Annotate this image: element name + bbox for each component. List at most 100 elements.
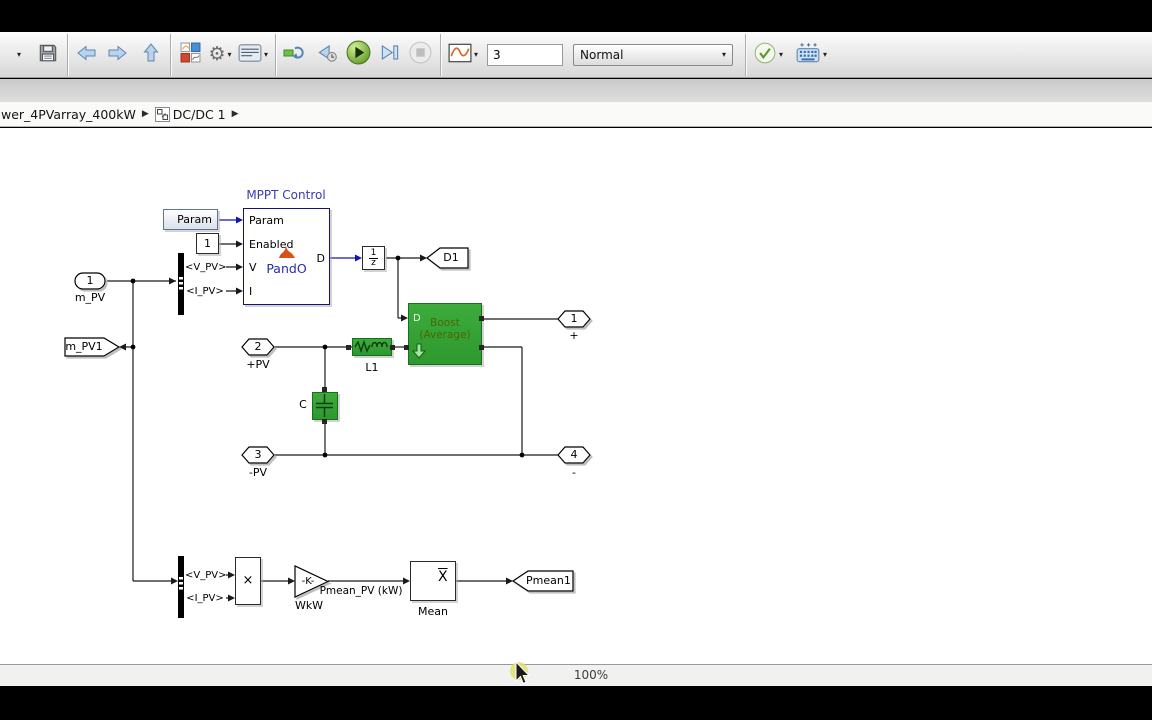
mppt-title: MPPT Control — [246, 188, 326, 202]
run-button[interactable] — [342, 36, 375, 74]
boost-average-block[interactable]: D Boost (Average) — [408, 303, 482, 365]
conn-port-4-number: 4 — [570, 448, 578, 461]
sim-mode-value: Normal — [580, 47, 624, 62]
model-explorer-button[interactable]: ▾ — [235, 36, 271, 74]
breadcrumb-parent[interactable]: wer_4PVarray_400kW — [1, 106, 136, 122]
mppt-port-enabled: Enabled — [249, 238, 294, 251]
physical-port — [404, 345, 409, 350]
parameter-arrowheads — [236, 216, 362, 262]
connect-to-target-button[interactable] — [280, 36, 312, 74]
main-toolbar: ▾ ⚙ ▾ ▾ — [0, 32, 1152, 78]
chevron-down-icon: ▾ — [722, 50, 727, 59]
product-symbol: × — [242, 573, 254, 588]
mean-block[interactable]: X — [410, 561, 456, 601]
unit-delay-numerator: 1 — [368, 248, 379, 259]
toolbar-separator — [170, 33, 171, 76]
toolbar-separator — [67, 33, 68, 76]
bus-selector-dashes — [179, 277, 183, 590]
bus-selector-bars[interactable] — [178, 253, 184, 618]
save-button[interactable] — [33, 36, 63, 74]
wire-arrowheads — [119, 240, 513, 602]
build-icon — [795, 42, 821, 68]
stop-time-input[interactable] — [487, 43, 564, 66]
conn-port-1-number: 1 — [570, 312, 578, 325]
capacitor-c-block[interactable] — [312, 392, 338, 420]
mppt-port-v: V — [249, 261, 257, 274]
toolbar-separator — [275, 33, 277, 76]
chevron-down-icon: ▾ — [227, 50, 232, 59]
chevron-down-icon: ▾ — [779, 50, 784, 59]
model-explorer-icon — [238, 43, 262, 67]
bus-bottom-i-label: <I_PV> — [184, 592, 226, 605]
stop-button[interactable] — [405, 36, 436, 74]
physical-port — [322, 387, 327, 392]
product-block[interactable]: × — [235, 557, 261, 605]
mppt-port-i: I — [249, 285, 253, 298]
goto-mpv1-tag[interactable] — [64, 337, 121, 357]
mppt-port-param: Param — [249, 214, 284, 227]
unit-delay-block[interactable]: 1 z — [362, 246, 385, 270]
inductor-symbol — [354, 339, 388, 354]
mppt-port-d: D — [316, 252, 325, 265]
toolbar-overflow-button[interactable]: ▾ — [3, 36, 33, 74]
conn-port-3[interactable] — [241, 446, 275, 464]
play-icon — [345, 39, 372, 70]
inductor-l1-block[interactable] — [352, 338, 392, 356]
conn-port-1[interactable] — [557, 310, 591, 328]
library-browser-button[interactable] — [175, 36, 205, 74]
step-back-button[interactable] — [312, 36, 342, 74]
zoom-level: 100% — [573, 668, 609, 682]
breadcrumb-current[interactable]: DC/DC 1 — [172, 106, 226, 122]
back-button[interactable] — [72, 36, 102, 74]
model-settings-button[interactable]: ⚙ ▾ — [205, 36, 235, 74]
param-source-block[interactable]: Param — [163, 209, 218, 230]
conn-port-2[interactable] — [241, 338, 275, 356]
conn-port-1-name: + — [569, 329, 579, 342]
check-model-button[interactable]: ▾ — [750, 36, 786, 74]
constant-block[interactable]: 1 — [196, 233, 219, 254]
status-bar: 100% — [0, 664, 1152, 686]
up-to-parent-button[interactable] — [136, 36, 166, 74]
goto-d1-label: D1 — [443, 251, 459, 264]
conn-port-4[interactable] — [557, 446, 591, 464]
forward-button[interactable] — [102, 36, 132, 74]
port-shapes[interactable] — [64, 247, 591, 598]
bus-bottom-v-label: <V_PV> — [184, 569, 227, 582]
mean-name: Mean — [418, 605, 448, 618]
build-button[interactable]: ▾ — [792, 36, 830, 74]
mppt-control-block[interactable]: Param Enabled V I D PandO — [243, 208, 330, 305]
up-arrow-icon — [141, 42, 161, 68]
goto-d1-tag[interactable] — [426, 247, 469, 269]
scope-button[interactable]: ▾ — [445, 36, 481, 74]
gain-wkw-block[interactable] — [294, 565, 330, 598]
diagram-graphics — [64, 216, 591, 618]
chevron-down-icon: ▾ — [264, 50, 269, 59]
step-back-icon — [315, 42, 339, 68]
capacitor-symbol — [316, 394, 333, 417]
physical-port — [479, 316, 484, 321]
inport-mpv[interactable] — [74, 272, 106, 290]
inport-mpv-number: 1 — [86, 274, 94, 287]
connect-icon — [283, 43, 309, 67]
bus-top-i-label: <I_PV> — [184, 285, 226, 298]
goto-pmean1-label: Pmean1 — [526, 574, 571, 587]
step-forward-button[interactable] — [375, 36, 405, 74]
signal-label-pmean: Pmean_PV (kW) — [319, 585, 403, 597]
unit-delay-fraction: 1 z — [363, 247, 384, 268]
toolbar-lower-band — [0, 79, 1152, 102]
back-arrow-icon — [75, 43, 99, 67]
boost-port-d: D — [413, 313, 421, 324]
goto-pmean1-tag[interactable] — [511, 570, 574, 592]
conn-port-3-number: 3 — [254, 448, 262, 461]
inductor-name: L1 — [365, 361, 379, 374]
gear-icon: ⚙ — [208, 43, 226, 65]
physical-port — [322, 419, 327, 424]
gain-symbol: -K- — [301, 576, 315, 587]
breadcrumb: wer_4PVarray_400kW ▶ DC/DC 1 ▶ — [0, 102, 1152, 127]
mouse-cursor — [510, 660, 531, 685]
capacitor-name: C — [299, 398, 307, 411]
constant-value: 1 — [204, 237, 211, 250]
model-canvas[interactable]: Param 1 Param Enabled V I D PandO 1 z D … — [0, 128, 1152, 664]
sim-mode-select[interactable]: Normal ▾ — [573, 43, 734, 66]
